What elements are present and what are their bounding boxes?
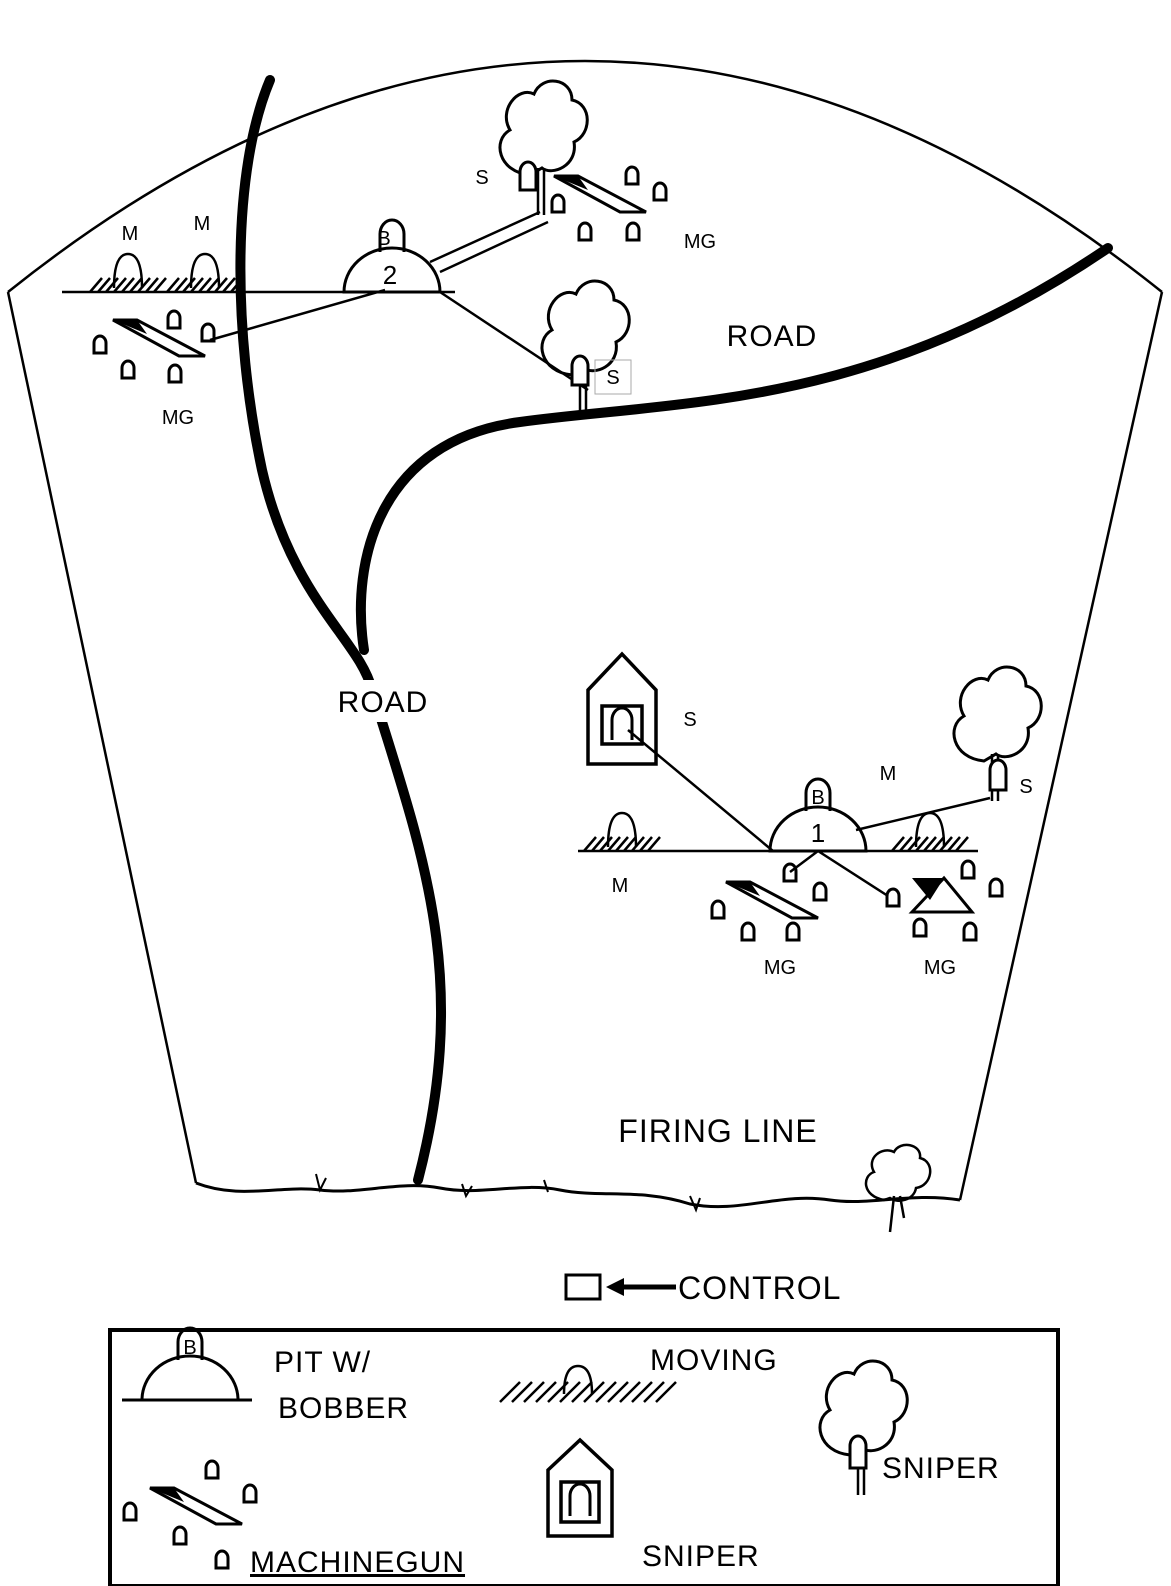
road-main [235, 75, 447, 1185]
legend-machinegun-symbol [122, 1459, 258, 1570]
pit-2-number: 2 [383, 260, 397, 290]
roads [235, 75, 1113, 1185]
bobber-mark-2: B [377, 228, 390, 250]
mover-label-right-lower: M [612, 875, 629, 897]
pit-1-number: 1 [811, 818, 825, 848]
legend-sniper-tree-label: SNIPER [882, 1452, 1000, 1485]
road-label-left: ROAD [338, 686, 429, 719]
legend: B PIT W/ BOBBER MOVING SNIPER MACHINEGUN [108, 1326, 1060, 1586]
mover-label-left-b: M [194, 213, 211, 235]
mg-label-lower-right: MG [924, 957, 956, 979]
legend-pit-symbol: B [122, 1326, 252, 1402]
legend-pit-label-line2: BOBBER [278, 1392, 409, 1425]
legend-bobber-mark: B [183, 1337, 196, 1359]
firing-line-label: FIRING LINE [618, 1113, 817, 1149]
control-label: CONTROL [678, 1270, 841, 1306]
sniper-label-road: S [606, 367, 619, 389]
legend-sniper-house-label: SNIPER [642, 1540, 760, 1573]
pit-2-group: B 2 M M MG S MG S [62, 79, 716, 429]
mg-label-upper-left: MG [162, 407, 194, 429]
firing-line-ground [195, 1173, 961, 1213]
legend-machinegun-label: MACHINEGUN [250, 1546, 465, 1579]
legend-moving-symbol [499, 1364, 677, 1403]
mover-label-right-upper: M [880, 763, 897, 785]
sniper-label-house: S [683, 709, 696, 731]
mg-label-upper-right: MG [684, 231, 716, 253]
legend-house-icon [546, 1437, 614, 1538]
legend-moving-label: MOVING [650, 1344, 778, 1377]
mover-label-left-a: M [122, 223, 139, 245]
legend-pit-label-line1: PIT W/ [274, 1346, 371, 1379]
road-branch [355, 243, 1113, 655]
range-boundary [6, 59, 1164, 1201]
pit-1-group: B 1 M M S S MG MG [578, 652, 1043, 979]
mg-label-lower-left: MG [764, 957, 796, 979]
bobber-mark-1: B [811, 787, 824, 809]
sniper-label-tree-right: S [1019, 776, 1032, 798]
control-indicator: CONTROL [564, 1270, 841, 1306]
sniper-label-top: S [475, 167, 488, 189]
firing-line-tree [864, 1143, 932, 1233]
road-label-upper: ROAD [727, 320, 818, 353]
